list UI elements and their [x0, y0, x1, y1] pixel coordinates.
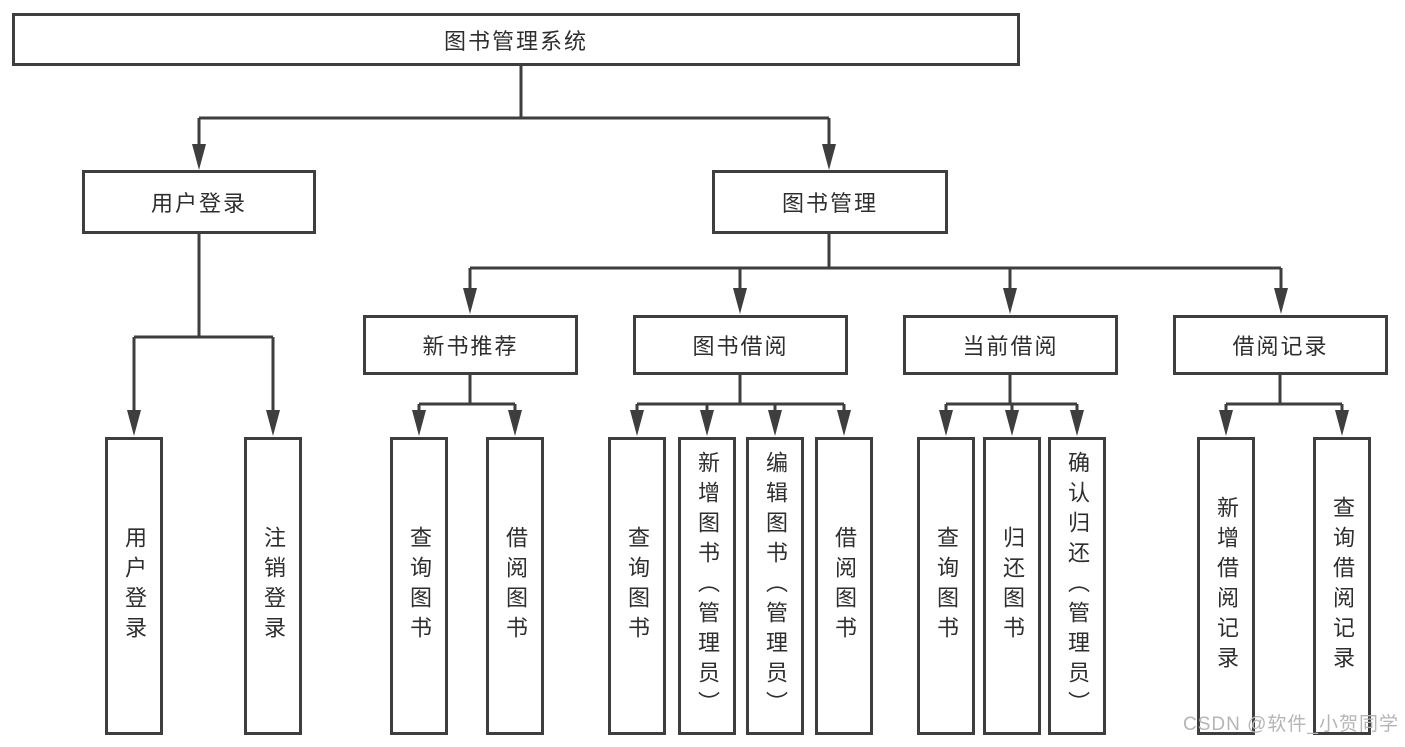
node-current-borrow: 当前借阅 [903, 315, 1118, 375]
node-library-system: 图书管理系统 [12, 13, 1020, 66]
leaf-return-book: 归还图书 [983, 437, 1041, 735]
leaf-user-login: 用户登录 [105, 437, 163, 735]
arrowheads [127, 144, 1349, 436]
leaf-query-book-1: 查询图书 [390, 437, 448, 735]
leaf-borrow-book-1: 借阅图书 [486, 437, 544, 735]
leaf-query-book-3: 查询图书 [917, 437, 975, 735]
leaf-query-book-2: 查询图书 [608, 437, 666, 735]
leaf-borrow-book-2: 借阅图书 [815, 437, 873, 735]
leaf-query-borrow-record: 查询借阅记录 [1313, 437, 1371, 735]
leaf-confirm-return-admin: 确认归还（管理员） [1048, 437, 1106, 735]
node-book-management: 图书管理 [712, 170, 948, 234]
arrowhead-icon [700, 410, 714, 436]
connector-bookmgmt-to-level3 [468, 234, 1283, 290]
arrowhead-icon [508, 410, 522, 436]
arrowhead-icon [1003, 288, 1017, 314]
arrowhead-icon [1070, 410, 1084, 436]
connector-currentborrow-to-leaves [944, 375, 1079, 414]
arrowhead-icon [1274, 288, 1288, 314]
arrowhead-icon [837, 410, 851, 436]
connector-bookborrow-to-leaves [635, 375, 846, 414]
connector-userlogin-to-leaves [132, 234, 275, 412]
leaf-add-borrow-record: 新增借阅记录 [1197, 437, 1255, 735]
arrowhead-icon [192, 144, 206, 170]
arrowhead-icon [1219, 410, 1233, 436]
connector-newbook-to-leaves [417, 375, 517, 414]
arrowhead-icon [266, 410, 280, 436]
arrowhead-icon [412, 410, 426, 436]
arrowhead-icon [822, 144, 836, 170]
node-new-book-recommend: 新书推荐 [363, 315, 578, 375]
arrowhead-icon [768, 410, 782, 436]
node-user-login: 用户登录 [82, 170, 316, 234]
arrowhead-icon [630, 410, 644, 436]
arrowhead-icon [127, 410, 141, 436]
leaf-add-book-admin: 新增图书（管理员） [678, 437, 736, 735]
leaf-edit-book-admin: 编辑图书（管理员） [746, 437, 804, 735]
arrowhead-icon [733, 288, 747, 314]
arrowhead-icon [1005, 410, 1019, 436]
arrowhead-icon [463, 288, 477, 314]
arrowhead-icon [1335, 410, 1349, 436]
node-book-borrow: 图书借阅 [633, 315, 848, 375]
connector-records-to-leaves [1224, 375, 1344, 414]
watermark: CSDN @软件_小贺同学 [1183, 714, 1399, 735]
node-borrow-records: 借阅记录 [1173, 315, 1388, 375]
leaf-logout: 注销登录 [244, 437, 302, 735]
arrowhead-icon [939, 410, 953, 436]
connector-root-to-level2 [197, 66, 831, 146]
